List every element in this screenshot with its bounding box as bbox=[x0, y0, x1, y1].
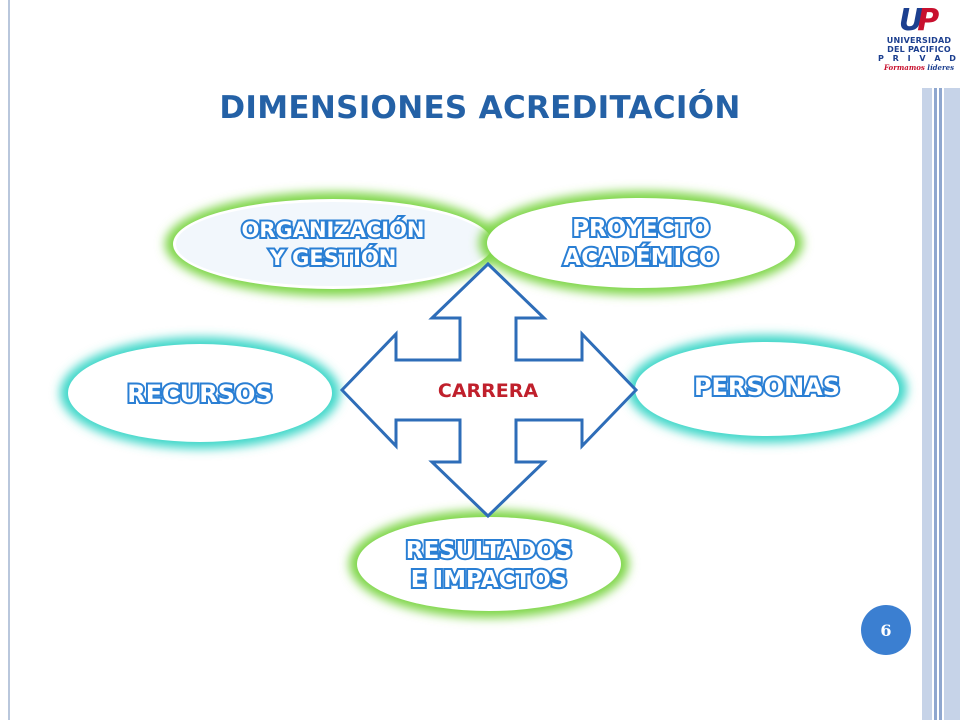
dimension-personas: PERSONAS bbox=[627, 335, 907, 443]
right-decorative-bars bbox=[922, 0, 960, 720]
logo-line-3: P R I V A D A bbox=[878, 54, 960, 63]
dimension-resultados: RESULTADOS E IMPACTOS bbox=[349, 510, 629, 618]
logo-mark: UP bbox=[898, 3, 940, 38]
university-logo: UP UNIVERSIDAD DEL PACIFICO P R I V A D … bbox=[878, 0, 960, 88]
center-label: CARRERA bbox=[438, 380, 539, 402]
logo-line-1: UNIVERSIDAD bbox=[886, 36, 952, 45]
page-number: 6 bbox=[880, 620, 892, 640]
dimension-proyecto: PROYECTO ACADÉMICO bbox=[479, 191, 803, 295]
dimension-proyecto-line-2: ACADÉMICO bbox=[563, 243, 718, 271]
dimension-organizacion-line-2: Y GESTIÓN bbox=[269, 245, 397, 270]
page-title: DIMENSIONES ACREDITACIÓN bbox=[219, 90, 741, 126]
dimension-organizacion-line-1: ORGANIZACIÓN bbox=[241, 217, 424, 242]
logo-line-2: DEL PACIFICO bbox=[887, 45, 951, 54]
dimension-personas-line-1: PERSONAS bbox=[694, 373, 840, 401]
dimension-recursos: RECURSOS bbox=[60, 337, 340, 449]
logo-tagline: Formamos líderes bbox=[883, 63, 955, 72]
dimension-organizacion: ORGANIZACIÓN Y GESTIÓN bbox=[165, 192, 501, 296]
dimension-resultados-line-1: RESULTADOS bbox=[406, 538, 572, 564]
left-rule bbox=[8, 0, 10, 720]
dimension-resultados-line-2: E IMPACTOS bbox=[411, 567, 567, 593]
dimension-proyecto-line-1: PROYECTO bbox=[572, 216, 710, 242]
page-number-badge: 6 bbox=[861, 605, 911, 655]
four-way-arrow bbox=[339, 261, 639, 519]
dimension-recursos-line-1: RECURSOS bbox=[127, 380, 272, 408]
